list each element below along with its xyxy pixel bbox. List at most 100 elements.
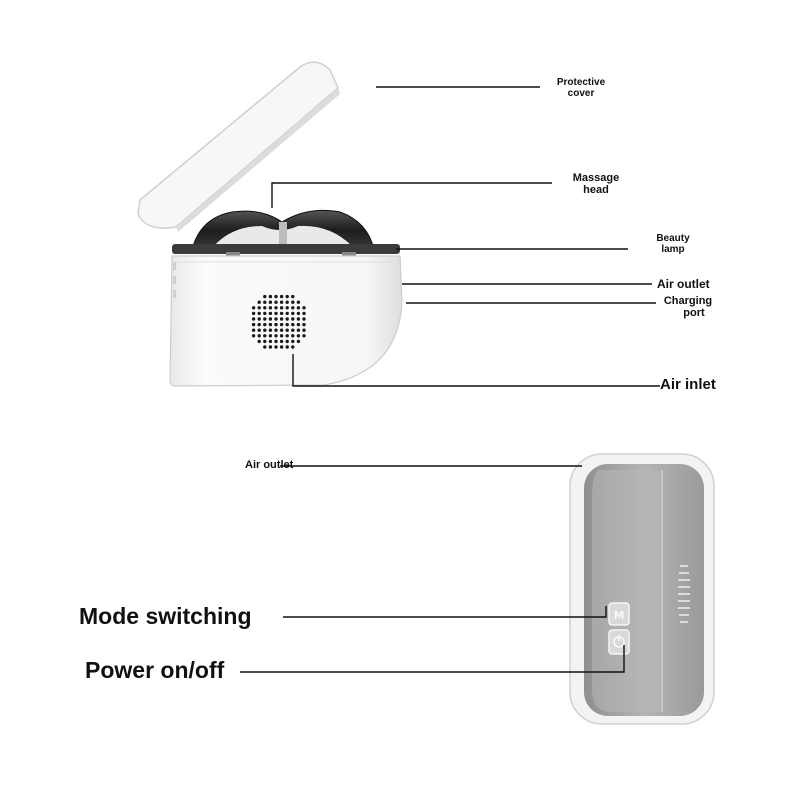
grille-hole	[279, 317, 284, 321]
grille-hole	[279, 334, 284, 338]
grille-hole	[285, 317, 289, 321]
grille-hole	[279, 306, 284, 310]
grille-hole	[279, 294, 284, 299]
grille-hole	[274, 339, 278, 344]
top-device	[137, 61, 403, 387]
leader-air-inlet	[292, 354, 660, 387]
label-beauty-lamp-line2: lamp	[661, 243, 685, 255]
grille-hole	[302, 322, 306, 327]
grille-hole	[263, 322, 267, 327]
grille-hole	[302, 311, 306, 316]
label-massage-head-line2: head	[583, 183, 609, 196]
grille-hole	[279, 322, 284, 327]
grille-hole	[296, 306, 301, 310]
label-air-outlet-bottom: Air outlet	[245, 459, 294, 471]
grille-hole	[291, 306, 295, 310]
grille-hole	[279, 328, 284, 332]
label-protective-cover-line2: cover	[567, 87, 595, 99]
grille-hole	[251, 334, 256, 338]
grille-hole	[274, 300, 278, 304]
grille-hole	[257, 322, 261, 327]
grille-hole	[302, 334, 306, 338]
grille-hole	[285, 306, 289, 310]
grille-hole	[251, 328, 256, 332]
grille-hole	[257, 334, 261, 338]
grille-hole	[263, 294, 267, 299]
grille-hole	[263, 306, 267, 310]
label-massage-head: Massage head	[565, 172, 627, 196]
grille-hole	[263, 339, 267, 344]
grille-hole	[274, 322, 278, 327]
grille-hole	[279, 345, 284, 349]
grille-hole	[302, 317, 306, 321]
label-power-on-off: Power on/off	[85, 657, 225, 683]
grille-hole	[302, 306, 306, 310]
grille-hole	[291, 345, 295, 349]
grille-hole	[268, 294, 273, 299]
grille-hole	[263, 334, 267, 338]
grille-hole	[268, 345, 273, 349]
grille-hole	[296, 339, 301, 344]
grille-hole	[257, 328, 261, 332]
grille-hole	[257, 306, 261, 310]
label-charging-port: Charging port	[656, 295, 720, 319]
leader-massage-head	[271, 182, 552, 208]
grille-hole	[268, 300, 273, 304]
grille-hole	[279, 311, 284, 316]
grille-hole	[263, 300, 267, 304]
grille-hole	[291, 294, 295, 299]
label-beauty-lamp-line1: Beauty	[656, 233, 690, 244]
air-inlet-grille	[251, 294, 306, 349]
grille-hole	[268, 311, 273, 316]
grille-hole	[268, 328, 273, 332]
grille-hole	[263, 317, 267, 321]
grille-hole	[257, 317, 261, 321]
power-button[interactable]	[608, 629, 630, 655]
label-mode-switching: Mode switching	[79, 603, 252, 629]
grille-hole	[296, 300, 301, 304]
grille-hole	[274, 306, 278, 310]
grille-hole	[257, 300, 261, 304]
grille-hole	[274, 328, 278, 332]
grille-hole	[285, 300, 289, 304]
grille-hole	[291, 334, 295, 338]
grille-hole	[279, 300, 284, 304]
grille-hole	[291, 339, 295, 344]
grille-hole	[285, 334, 289, 338]
grille-hole	[257, 339, 261, 344]
side-slots	[173, 262, 176, 298]
grille-hole	[285, 339, 289, 344]
grille-hole	[285, 294, 289, 299]
grille-hole	[279, 339, 284, 344]
grille-hole	[274, 294, 278, 299]
grille-hole	[285, 311, 289, 316]
grille-hole	[274, 334, 278, 338]
leader-lines	[240, 86, 660, 673]
mode-switching-button[interactable]	[608, 602, 630, 626]
label-beauty-lamp: Beauty lamp	[648, 233, 698, 255]
grille-hole	[251, 317, 256, 321]
grille-hole	[291, 300, 295, 304]
grille-hole	[268, 339, 273, 344]
grille-hole	[251, 311, 256, 316]
side-vent	[678, 565, 690, 623]
device-body	[169, 255, 403, 387]
grille-hole	[251, 322, 256, 327]
label-massage-head-line1: Massage	[572, 172, 620, 184]
leader-power	[240, 645, 625, 673]
bottom-device: M	[569, 453, 715, 725]
grille-hole	[296, 322, 301, 327]
grille-hole	[268, 322, 273, 327]
grille-hole	[296, 311, 301, 316]
grille-hole	[296, 334, 301, 338]
grille-hole	[274, 317, 278, 321]
massage-head	[191, 209, 375, 251]
label-air-inlet: Air inlet	[660, 376, 716, 393]
grille-hole	[291, 322, 295, 327]
label-charging-port-line1: Charging	[663, 295, 713, 307]
grille-hole	[291, 311, 295, 316]
leader-mode-switching	[283, 606, 607, 618]
grille-hole	[268, 317, 273, 321]
grille-hole	[268, 334, 273, 338]
